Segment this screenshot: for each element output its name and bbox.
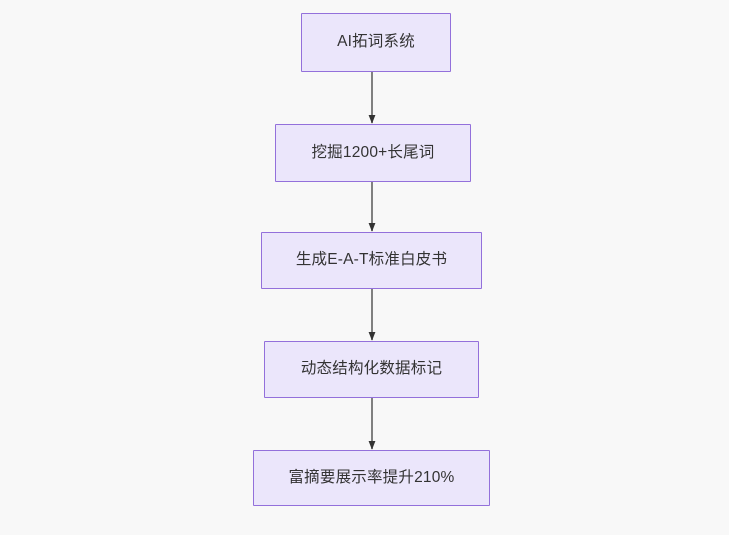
flowchart-node-label: 富摘要展示率提升210% (288, 468, 455, 486)
flowchart-node-dynamic-structured-data-markup[interactable]: 动态结构化数据标记 (264, 341, 479, 398)
flowchart-node-mine-longtail-keywords[interactable]: 挖掘1200+长尾词 (275, 124, 471, 182)
flowchart-node-label: 动态结构化数据标记 (300, 360, 443, 378)
flowchart-node-label: 生成E-A-T标准白皮书 (295, 251, 448, 269)
flowchart-node-label: 挖掘1200+长尾词 (311, 143, 435, 161)
flowchart-node-generate-eat-whitepaper[interactable]: 生成E-A-T标准白皮书 (261, 232, 482, 289)
flowchart-node-label: AI拓词系统 (337, 33, 415, 51)
flowchart-node-ai-keyword-system[interactable]: AI拓词系统 (301, 13, 451, 72)
flowchart-node-rich-snippet-rate-increase[interactable]: 富摘要展示率提升210% (253, 450, 490, 506)
